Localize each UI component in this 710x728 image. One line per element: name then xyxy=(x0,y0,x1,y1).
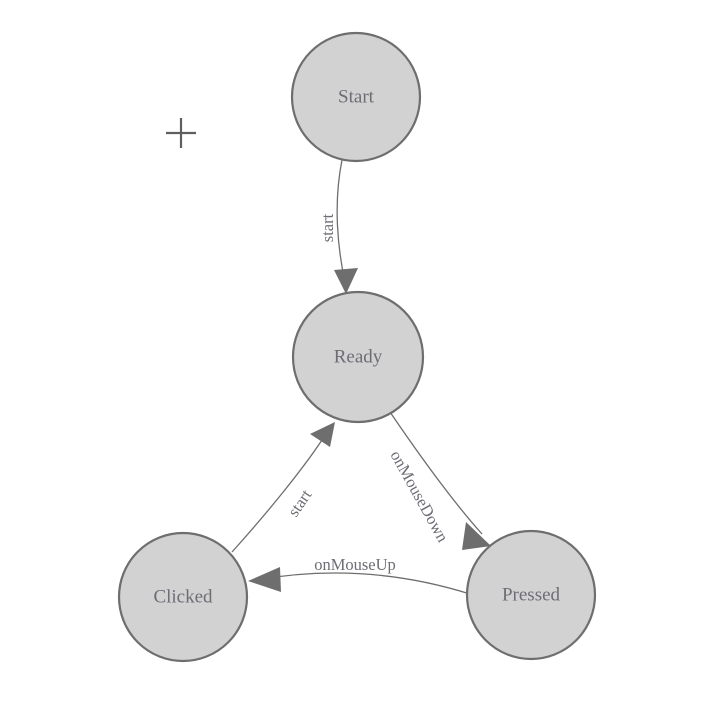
node-circle xyxy=(291,290,425,424)
edge-label-pressed-to-clicked: onMouseUp xyxy=(314,555,396,574)
edge-ready-to-pressed[interactable] xyxy=(389,411,491,550)
edge-label-start-to-ready: start xyxy=(318,213,337,242)
arrowhead-icon xyxy=(334,268,358,294)
node-pressed[interactable]: Pressed xyxy=(465,529,597,661)
edge-clicked-to-ready[interactable] xyxy=(231,422,335,553)
edge-start-to-ready[interactable] xyxy=(334,159,358,294)
arrowhead-icon xyxy=(462,522,491,550)
arrowhead-icon xyxy=(310,422,335,447)
edge-line xyxy=(231,439,323,553)
edge-line xyxy=(255,572,471,595)
node-circle xyxy=(465,529,597,661)
edge-label-clicked-to-ready: start xyxy=(284,486,316,521)
edge-line xyxy=(336,159,346,283)
node-label: Start xyxy=(338,86,375,107)
node-label: Pressed xyxy=(502,584,561,605)
node-ready[interactable]: Ready xyxy=(291,290,425,424)
edge-label-ready-to-pressed: onMouseDown xyxy=(387,447,453,545)
node-start[interactable]: Start xyxy=(290,31,422,163)
crosshair-icon[interactable] xyxy=(166,118,196,148)
edge-line xyxy=(389,411,483,535)
node-label: Ready xyxy=(334,346,383,367)
arrowhead-icon xyxy=(248,567,281,592)
node-circle xyxy=(290,31,422,163)
edge-pressed-to-clicked[interactable] xyxy=(248,567,471,595)
node-label: Clicked xyxy=(153,586,213,607)
node-clicked[interactable]: Clicked xyxy=(117,531,249,663)
node-circle xyxy=(117,531,249,663)
